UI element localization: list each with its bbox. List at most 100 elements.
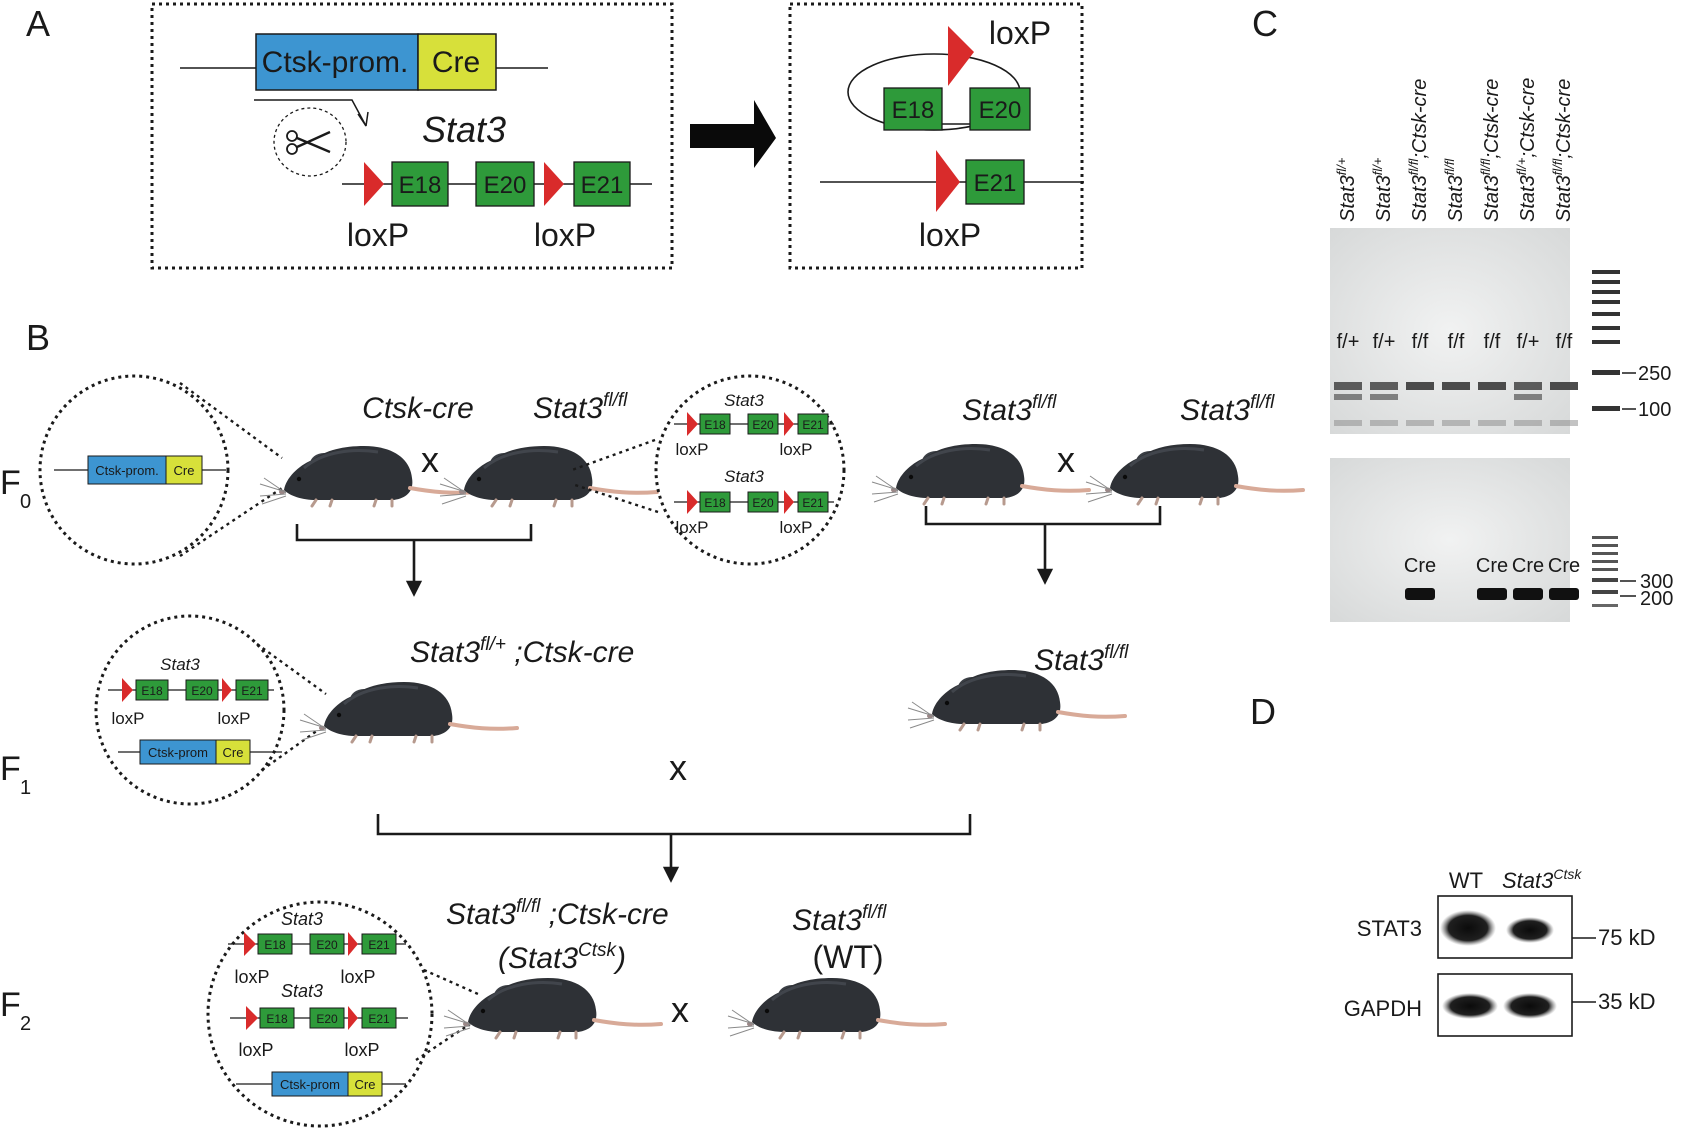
cre-call-6: Cre [1512, 555, 1544, 577]
f2-ko-label-line2: (Stat3Ctsk) [498, 940, 626, 975]
genotype-band-wt-6 [1514, 394, 1542, 400]
gapdh-band-wt [1442, 993, 1498, 1019]
svg-text:Stat3: Stat3 [724, 391, 764, 410]
svg-text:E18: E18 [266, 1012, 288, 1026]
svg-text:E20: E20 [752, 418, 774, 432]
primer-band-2 [1370, 420, 1398, 426]
product-exon-e21 [965, 159, 1025, 205]
lane-label-2: Stat3fl/+ [1370, 157, 1395, 222]
primer-band-5 [1478, 420, 1506, 426]
svg-text:E18: E18 [704, 418, 726, 432]
loxp-site-product [936, 150, 960, 212]
svg-text:loxP: loxP [344, 1040, 379, 1060]
f2-stat3-allele-2: Stat3 E18 E20 E21 loxP loxP [230, 981, 408, 1060]
cross-bracket-f0-left [295, 524, 533, 597]
bottom-gel-ladder [1592, 536, 1618, 607]
svg-text:Cre: Cre [355, 1077, 376, 1092]
cre-call-5: Cre [1476, 555, 1508, 577]
f0-ctsk-cre-label: Ctsk-cre [362, 392, 474, 425]
genotype-band-flox-6 [1514, 382, 1542, 390]
f0-cre-construct-circle [38, 374, 230, 566]
svg-text:Ctsk-prom: Ctsk-prom [280, 1077, 340, 1092]
svg-text:2: 2 [20, 1013, 31, 1035]
circle-exon-e20 [969, 87, 1031, 131]
cre-call-3: Cre [1404, 555, 1436, 577]
cre-call-7: Cre [1548, 555, 1580, 577]
exon-e18-label: E18 [399, 172, 442, 199]
ctsk-promoter-box [255, 33, 419, 91]
mouse-icon-f0-stat3-flfl [438, 444, 659, 508]
svg-text:0: 0 [20, 491, 31, 513]
loxp-label-product: loxP [919, 217, 981, 253]
blot-marker-35: 35 kD [1598, 989, 1655, 1014]
f1-stat3-allele: Stat3 E18 E20 E21 loxP loxP [108, 655, 274, 728]
top-gel-ladder [1592, 270, 1620, 411]
svg-text:E20: E20 [316, 938, 338, 952]
svg-text:E20: E20 [316, 1012, 338, 1026]
genotype-call-5: f/f [1484, 331, 1501, 353]
svg-text:E21: E21 [802, 418, 824, 432]
svg-text:E18: E18 [264, 938, 286, 952]
panel-label-a: A [26, 3, 50, 44]
svg-text:loxP: loxP [234, 967, 269, 987]
generation-f1: F 1 [0, 750, 31, 799]
cre-box [417, 33, 497, 91]
scissors-icon [286, 130, 331, 155]
cross-symbol-f0-right: x [1057, 439, 1075, 480]
loxp-label-right: loxP [534, 217, 596, 253]
mouse-icon-f1-left [298, 680, 519, 744]
f1-cre-allele: Ctsk-prom Cre [118, 739, 282, 765]
lane-label-5: Stat3fl/fl;Ctsk-cre [1478, 79, 1503, 222]
panel-a-right-box [788, 2, 1084, 270]
mouse-icon-f2-ko [442, 976, 663, 1040]
lane-label-7: Stat3fl/fl;Ctsk-cre [1550, 79, 1575, 222]
svg-text:Cre: Cre [223, 745, 244, 760]
exon-e20-label: E20 [484, 172, 527, 199]
genotype-band-flox-2 [1370, 382, 1398, 390]
svg-text:F: F [0, 750, 21, 788]
genotype-call-3: f/f [1412, 331, 1429, 353]
primer-band-6 [1514, 420, 1542, 426]
cre-band-7 [1549, 588, 1579, 600]
svg-text:E18: E18 [141, 684, 163, 698]
genotype-band-flox-5 [1478, 382, 1506, 390]
svg-text:E20: E20 [752, 496, 774, 510]
f0-right-a-label: Stat3fl/fl [962, 392, 1057, 427]
f2-cre-allele: Ctsk-prom Cre [236, 1071, 406, 1097]
f2-ko-label: Stat3fl/fl ;Ctsk-cre [446, 896, 669, 931]
panel-label-b: B [26, 317, 50, 358]
cross-symbol-f1: x [669, 747, 687, 788]
f2-stat3-allele-1: Stat3 E18 E20 E21 loxP loxP [228, 909, 406, 987]
loxp-site-circle [948, 26, 974, 86]
svg-text:E21: E21 [802, 496, 824, 510]
genotype-band-flox-4 [1442, 382, 1470, 390]
svg-text:loxP: loxP [238, 1040, 273, 1060]
f0-cre-label: Cre [174, 463, 195, 478]
blot-row-stat3: STAT3 [1357, 916, 1422, 941]
f1-left-label: Stat3fl/+ ;Ctsk-cre [410, 634, 634, 669]
mouse-icon-f0-ctsk-cre [258, 444, 479, 508]
loxp-site-right [544, 162, 564, 206]
svg-text:loxP: loxP [675, 518, 708, 537]
generation-f2: F 2 [0, 986, 31, 1035]
circle-exon-e20-label: E20 [979, 97, 1022, 124]
svg-text:loxP: loxP [779, 440, 812, 459]
exon-e18-box [391, 161, 449, 207]
scissors-bubble [273, 107, 347, 177]
svg-text:loxP: loxP [217, 709, 250, 728]
cre-band-5 [1477, 588, 1507, 600]
svg-text:E20: E20 [191, 684, 213, 698]
f2-construct-circle [206, 900, 434, 1128]
cross-symbol-f2: x [671, 989, 689, 1030]
ctsk-promoter-label: Ctsk-prom. [262, 46, 409, 79]
genotype-band-flox-7 [1550, 382, 1578, 390]
generation-f0: F 0 [0, 464, 31, 513]
svg-text:Stat3: Stat3 [724, 467, 764, 486]
svg-text:E18: E18 [704, 496, 726, 510]
lane-labels: Stat3fl/+Stat3fl/+Stat3fl/fl;Ctsk-creSta… [1334, 78, 1575, 222]
mouse-icon-f2-wt [726, 976, 947, 1040]
loxp-label-left: loxP [347, 217, 409, 253]
